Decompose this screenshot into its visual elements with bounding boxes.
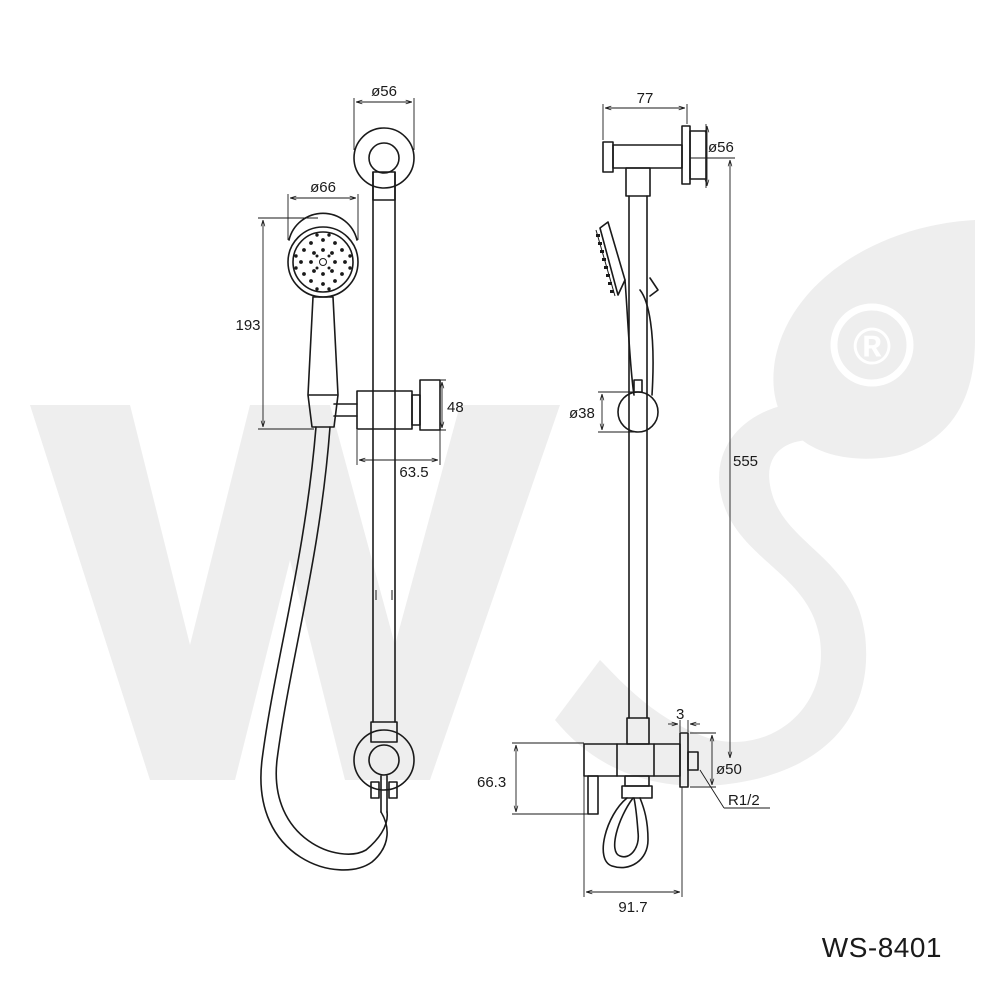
side-dimensions: 77 ø56 555 ø38 3 ø50 R1/2 66.3 [477,90,770,916]
dim-outlet-offset: 3 [676,706,684,723]
bottom-bracket-cap [368,744,400,776]
registered-mark: ® [853,318,891,376]
side-hose-loop [602,797,649,869]
dim-head-dia: ø66 [310,179,336,196]
rail-top-connector [372,171,396,201]
bottom-bracket-disc [353,729,415,791]
rail-bottom-connector [370,721,398,743]
dim-holder-height: 48 [447,399,464,416]
top-bracket-disc [353,127,415,189]
side-view [583,125,707,869]
slider-holder [356,390,413,430]
dim-slider-dia: ø38 [569,405,595,422]
dim-elbow-height: 66.3 [477,774,506,791]
top-bracket-cap [368,142,400,174]
dim-wall-bracket-dia: ø56 [371,83,397,100]
watermark-logo: ® [30,220,975,786]
shower-face [292,231,354,293]
dim-elbow-depth: 91.7 [618,899,647,916]
dim-rail-height: 555 [733,453,758,470]
side-slider [617,391,659,433]
dim-thread: R1/2 [728,792,760,809]
dim-top-bracket-depth: 77 [637,90,654,107]
spray-nozzles [294,233,352,291]
shower-handle [307,296,339,428]
front-dimensions: ø56 ø66 193 48 63.5 [235,83,463,481]
hose-outer [260,426,388,871]
top-arm-end [602,141,614,173]
dim-top-bracket-dia: ø56 [708,139,734,156]
shower-head [287,226,359,298]
dim-holder-depth: 63.5 [399,464,428,481]
hose-inner [275,426,388,855]
model-code: WS-8401 [821,932,942,963]
dim-outlet-dia: ø50 [716,761,742,778]
top-wall-flange [689,130,707,180]
dim-head-height: 193 [235,317,260,334]
top-arm [612,144,683,169]
